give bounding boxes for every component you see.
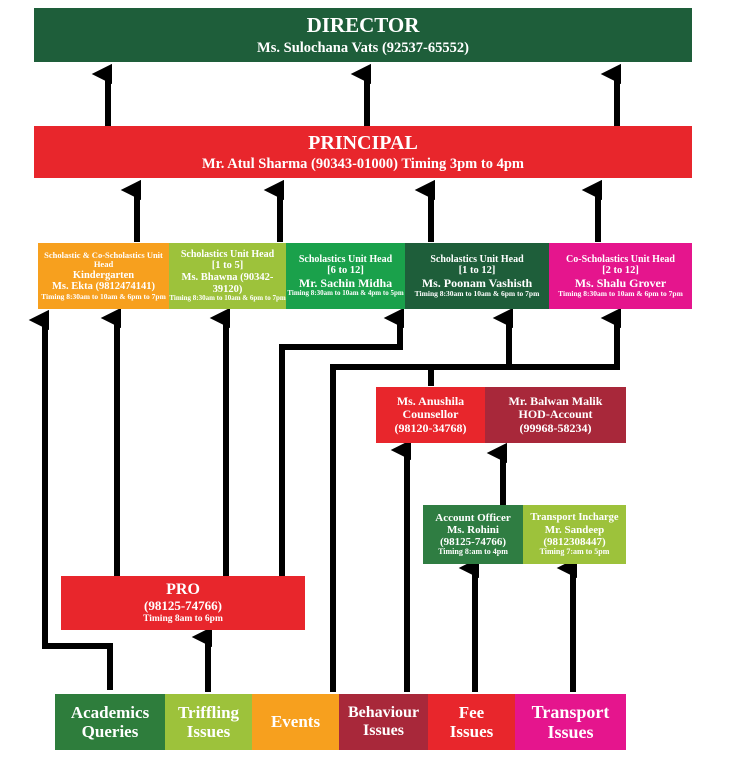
unit-person: Ms. Bhawna (90342-39120) <box>181 271 274 295</box>
transport-phone: (9812308447) <box>543 535 606 548</box>
transport-name: Mr. Sandeep <box>544 523 605 536</box>
unit-range: [6 to 12] <box>327 265 364 277</box>
unit-person: Ms. Ekta (9812474141) <box>52 281 155 293</box>
unit-head-label: Co-Scholastics Unit Head <box>566 253 675 265</box>
account-officer-box: Account Officer Ms. Rohini (98125-74766)… <box>423 505 523 564</box>
unit-1-5: Scholastics Unit Head [1 to 5] Ms. Bhawn… <box>169 243 286 309</box>
principal-title: PRINCIPAL <box>308 131 418 154</box>
issue-label-line2: Issues <box>449 722 494 741</box>
pro-box: PRO (98125-74766) Timing 8am to 6pm <box>61 576 305 630</box>
account-officer-timing: Timing 8:am to 4pm <box>438 547 508 557</box>
issue-transport: Transport Issues <box>515 694 626 750</box>
hod-phone: (99968-58234) <box>519 420 592 435</box>
issue-events: Events <box>252 694 339 750</box>
unit-timing: Timing 8:30am to 10am & 6pm to 7pm <box>41 292 166 302</box>
unit-head-label: Scholastics Unit Head <box>298 253 393 265</box>
counsellor-box: Ms. Anushila Counsellor (98120-34768) <box>376 387 485 443</box>
principal-name: Mr. Atul Sharma (90343-01000) Timing 3pm… <box>202 156 524 173</box>
issue-label-line1: Academics <box>70 702 150 722</box>
arrow-events-to-units <box>330 307 622 692</box>
unit-timing: Timing 8:30am to 10am & 4pm to 5pm <box>287 289 404 298</box>
unit-timing: Timing 8:30am to 10am & 6pm to 7pm <box>414 288 540 298</box>
unit-head-label: Scholastic & Co-Scholastics Unit Head <box>44 249 163 270</box>
director-box: DIRECTOR Ms. Sulochana Vats (92537-65552… <box>34 8 692 62</box>
counsellor-phone: (98120-34768) <box>394 420 467 435</box>
counsellor-role: Counsellor <box>402 407 459 422</box>
unit-6-12: Scholastics Unit Head [6 to 12] Mr. Sach… <box>286 243 405 309</box>
unit-person: Mr. Sachin Midha <box>298 275 393 290</box>
arrow-academics-to-kindergarten <box>28 309 113 690</box>
issue-label-line1: Behaviour <box>347 704 420 722</box>
unit-kindergarten: Scholastic & Co-Scholastics Unit Head Ki… <box>38 243 169 309</box>
unit-timing: Timing 8:30am to 10am & 6pm to 7pm <box>558 288 683 298</box>
issue-label-line2: Issues <box>547 722 594 742</box>
unit-head-label: Scholastics Unit Head <box>430 253 524 265</box>
director-name: Ms. Sulochana Vats (92537-65552) <box>257 39 469 56</box>
arrow-pro-to-unit-6-12 <box>279 307 405 576</box>
issue-label-line1: Fee <box>458 702 485 722</box>
unit-1-12: Scholastics Unit Head [1 to 12] Ms. Poon… <box>405 243 549 309</box>
unit-person: Ms. Shalu Grover <box>574 275 667 290</box>
issue-fee: Fee Issues <box>428 694 515 750</box>
unit-2-12: Co-Scholastics Unit Head [2 to 12] Ms. S… <box>549 243 692 309</box>
unit-timing: Timing 8:30am to 10am & 6pm to 7pm <box>169 294 286 303</box>
counsellor-name: Ms. Anushila <box>396 393 465 408</box>
issue-label-line1: Triffling <box>177 702 240 722</box>
unit-head-label: Scholastics Unit Head <box>180 248 275 260</box>
issue-label-line2: Queries <box>81 722 139 741</box>
issue-triffling: Triffling Issues <box>165 694 252 750</box>
issue-behaviour: Behaviour Issues <box>339 694 428 750</box>
pro-timing: Timing 8am to 6pm <box>143 613 223 624</box>
account-officer-name: Ms. Rohini <box>447 523 499 536</box>
unit-range: Kindergarten <box>72 269 135 281</box>
principal-box: PRINCIPAL Mr. Atul Sharma (90343-01000) … <box>34 126 692 178</box>
unit-range: [1 to 5] <box>211 260 244 272</box>
issue-label-line2: Issues <box>363 722 404 739</box>
hod-name: Mr. Balwan Malik <box>508 393 603 408</box>
transport-timing: Timing 7:am to 5pm <box>539 547 610 557</box>
director-title: DIRECTOR <box>306 13 420 38</box>
hod-role: HOD-Account <box>518 407 593 422</box>
transport-role: Transport Incharge <box>530 511 619 523</box>
pro-title: PRO <box>166 581 200 599</box>
unit-range: [2 to 12] <box>602 264 639 276</box>
issue-academics: Academics Queries <box>55 694 165 750</box>
unit-range: [1 to 12] <box>458 264 496 276</box>
issue-label-line1: Events <box>270 712 321 732</box>
account-officer-role: Account Officer <box>435 511 511 524</box>
issue-label-line1: Transport <box>531 701 610 722</box>
pro-phone: (98125-74766) <box>144 598 222 614</box>
transport-incharge-box: Transport Incharge Mr. Sandeep (98123084… <box>523 505 626 564</box>
hod-account-box: Mr. Balwan Malik HOD-Account (99968-5823… <box>485 387 626 443</box>
account-officer-phone: (98125-74766) <box>440 536 506 549</box>
unit-person: Ms. Poonam Vashisth <box>421 275 533 290</box>
issue-label-line2: Issues <box>186 722 231 741</box>
